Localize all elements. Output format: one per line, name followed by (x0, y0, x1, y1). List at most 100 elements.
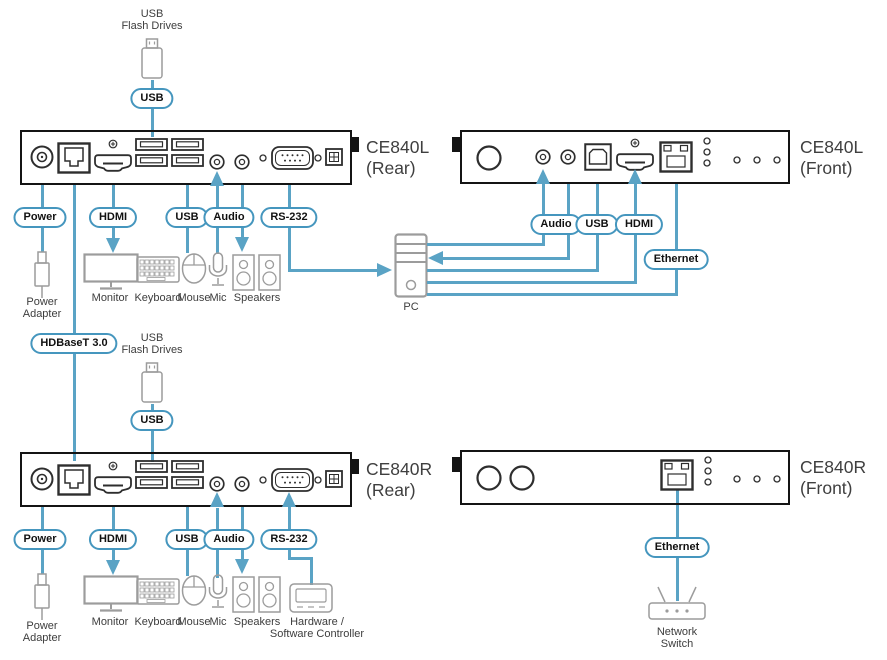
audio-pill-bottom: Audio (203, 529, 255, 550)
ethernet-pill-bottom: Ethernet (644, 537, 710, 558)
rs232-cable (287, 185, 291, 272)
controller-label: Hardware / Software Controller (269, 616, 365, 640)
rs232-cable-bend (288, 557, 313, 560)
arrow-into-mic-jack (210, 492, 224, 507)
rs232-pill-bottom: RS-232 (260, 529, 318, 550)
usb-pill-top: USB (165, 207, 209, 228)
mouse-label-bottom: Mouse (177, 616, 211, 628)
screw-hole (314, 476, 322, 484)
arrow-to-monitor (106, 238, 120, 253)
power-adapter-label-top: Power Adapter (22, 296, 62, 320)
ethernet-cable-top (674, 184, 678, 296)
usb-a-port (171, 138, 204, 151)
usb-a-port (135, 138, 168, 151)
audio-jack-front (560, 149, 576, 165)
arrow-to-speakers (235, 559, 249, 574)
screw-hole (259, 476, 267, 484)
monitor-label-bottom: Monitor (91, 616, 129, 628)
rj45-ethernet-port (660, 459, 694, 491)
mic-label-top: Mic (209, 292, 227, 304)
rs232-cable-to-pc (288, 269, 377, 272)
usb-pill-flash-bottom: USB (130, 410, 174, 431)
monitor-icon-bottom (83, 575, 139, 612)
hdmi-port (94, 154, 132, 172)
hdmi-pill-bottom: HDMI (88, 529, 138, 550)
front-hole (773, 156, 781, 164)
hdmi-port (94, 476, 132, 494)
mic-label-bottom: Mic (209, 616, 227, 628)
power-adapter-icon-bottom (34, 573, 50, 620)
device-label-ce840l-rear: CE840L (Rear) (366, 137, 430, 178)
front-hole (733, 156, 741, 164)
ethernet-cable-top (427, 293, 677, 296)
keyboard-icon-bottom (136, 578, 180, 605)
usb-flash-drives-label-top: USB Flash Drives (121, 8, 183, 32)
front-hole (773, 475, 781, 483)
speakers-label-bottom: Speakers (233, 616, 281, 628)
device-label-ce840l-front: CE840L (Front) (800, 137, 864, 178)
audio-pill-front: Audio (530, 214, 582, 235)
arrow-to-speakers (235, 237, 249, 252)
usb-flash-cable-bottom (150, 404, 154, 462)
rj45-hdbaset-port (57, 142, 91, 174)
front-hole (753, 156, 761, 164)
device-label-ce840r-front: CE840R (Front) (800, 457, 867, 498)
audio-jack-front (535, 149, 551, 165)
power-adapter-icon-top (34, 251, 50, 298)
arrow-into-pc-audio (428, 251, 443, 265)
arrow-into-audio-jack (536, 169, 550, 184)
mouse-icon-top (181, 253, 207, 284)
usb-a-port (135, 460, 168, 473)
mounting-tab (351, 137, 359, 152)
mounting-tab (452, 457, 460, 472)
hdbaset-link-cable (72, 185, 76, 461)
usb-a-port (135, 476, 168, 489)
mouse-icon-bottom (181, 575, 207, 606)
arrow-into-hdmi-port (628, 169, 642, 184)
usb-a-port (171, 154, 204, 167)
power-pill-top: Power (13, 207, 67, 228)
screw-hole (259, 154, 267, 162)
power-pill-bottom: Power (13, 529, 67, 550)
front-button (476, 145, 502, 171)
power-jack-port (30, 145, 54, 169)
audio-jack-mic (209, 476, 225, 492)
usb-a-port (135, 154, 168, 167)
speakers-icon-bottom (232, 576, 281, 613)
mounting-tab (351, 459, 359, 474)
rs232-pill-top: RS-232 (260, 207, 318, 228)
front-hole (733, 475, 741, 483)
usb-b-cable (427, 269, 598, 272)
led-indicator (703, 159, 711, 167)
usb-pill-bottom: USB (165, 529, 209, 550)
db9-rs232-port (271, 468, 314, 492)
keyboard-icon-top (136, 256, 180, 283)
mic-icon-bottom (208, 574, 228, 608)
usb-a-port (171, 460, 204, 473)
keyboard-label-top: Keyboard (134, 292, 182, 304)
hdmi-pill-top: HDMI (88, 207, 138, 228)
keyboard-label-bottom: Keyboard (134, 616, 182, 628)
arrow-to-monitor (106, 560, 120, 575)
usb-flash-drives-label-bottom: USB Flash Drives (121, 332, 183, 356)
ethernet-pill-top: Ethernet (643, 249, 709, 270)
rj45-hdbaset-port (57, 464, 91, 496)
device-ce840r-front (460, 450, 790, 505)
mic-icon-top (208, 252, 228, 286)
power-jack-port (30, 467, 54, 491)
screw-icon (108, 461, 118, 471)
network-switch-icon (648, 586, 706, 620)
db9-rs232-port (271, 146, 314, 170)
usb-a-port (171, 476, 204, 489)
audio-jack-speaker (234, 476, 250, 492)
led-indicator (703, 137, 711, 145)
usb-b-port (584, 143, 612, 171)
front-button (476, 465, 502, 491)
device-ce840l-rear (20, 130, 352, 185)
screw-icon (108, 139, 118, 149)
led-indicator (703, 148, 711, 156)
dip-switch (325, 148, 343, 166)
front-button (509, 465, 535, 491)
speakers-icon-top (232, 254, 281, 291)
